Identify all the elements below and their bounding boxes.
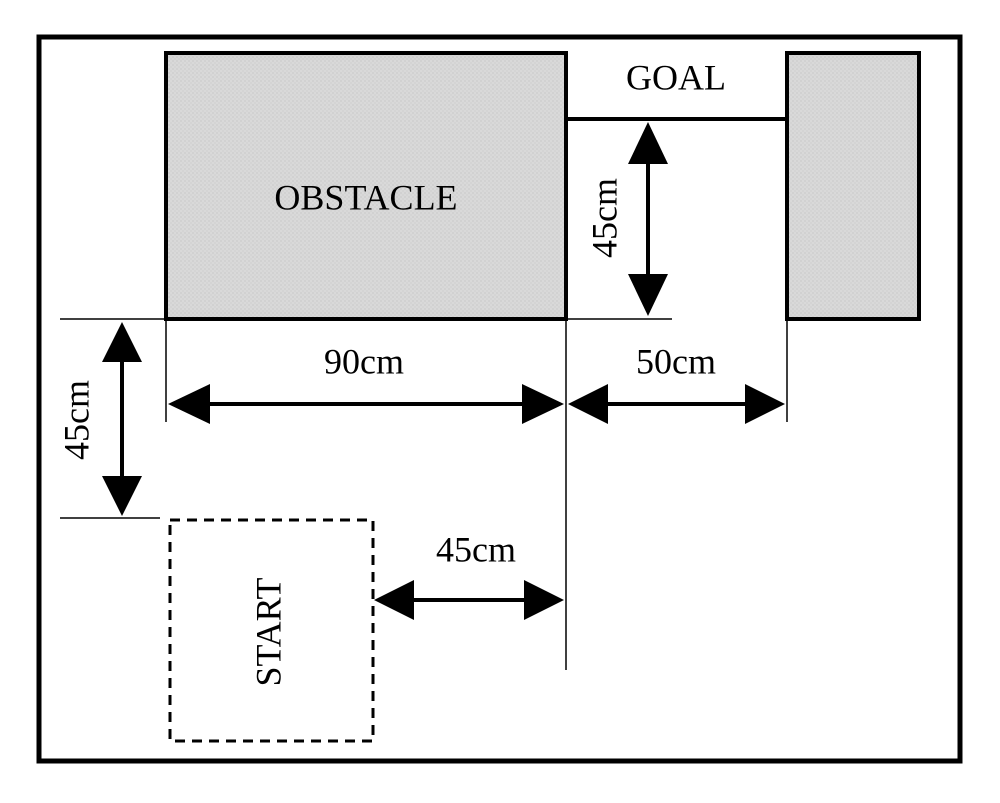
dimension-arrow-clearance	[102, 322, 142, 516]
dimension-arrow-50cm	[568, 384, 785, 424]
dimension-arrow-90cm	[168, 384, 564, 424]
start-box	[168, 518, 375, 743]
obstacle-label: OBSTACLE	[274, 177, 457, 217]
dimension-label-start-offset: 45cm	[436, 529, 516, 569]
obstacle-block	[164, 51, 568, 321]
right-block	[785, 51, 921, 321]
dimension-label-goal-depth: 45cm	[584, 178, 624, 258]
goal-label: GOAL	[626, 57, 726, 97]
dimension-label-90cm: 90cm	[324, 341, 404, 381]
dimension-label-clearance: 45cm	[56, 380, 96, 460]
dimension-arrow-start-offset	[374, 580, 564, 620]
start-label: START	[248, 578, 288, 687]
dimension-label-50cm: 50cm	[636, 341, 716, 381]
dimension-arrow-goal-depth	[628, 122, 668, 316]
